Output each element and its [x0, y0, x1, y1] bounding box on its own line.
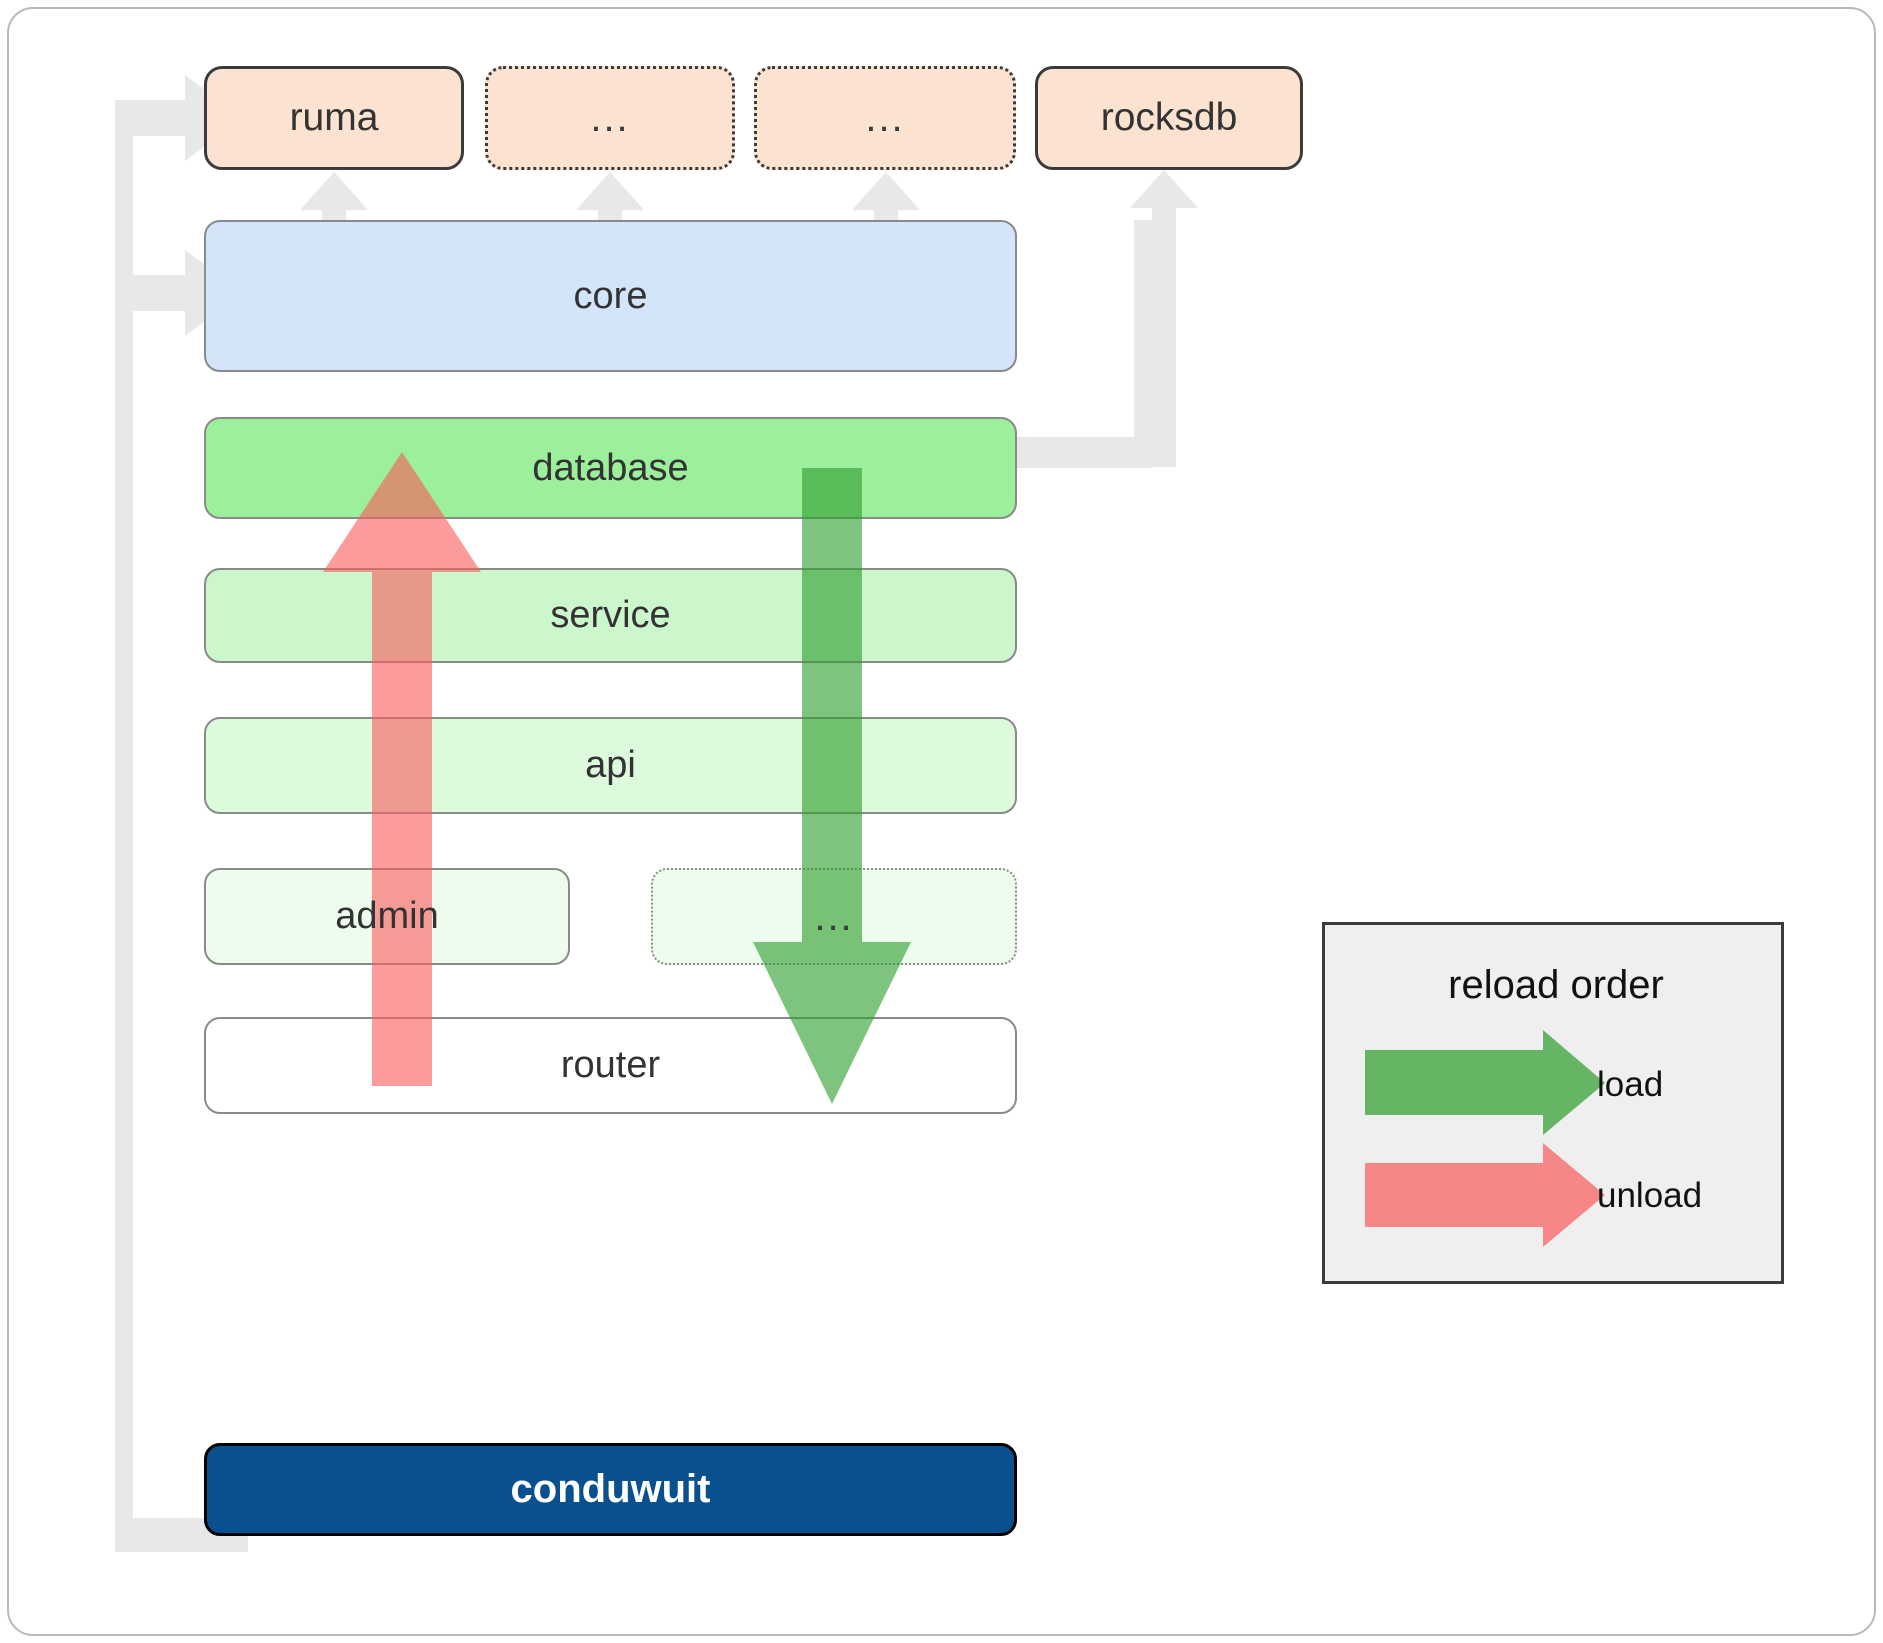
legend-arrow-glyphs	[1365, 1030, 1605, 1247]
node-rocksdb[interactable]: rocksdb	[1035, 66, 1303, 170]
legend-unload-arrow-icon	[1365, 1143, 1605, 1247]
layer-api[interactable]	[204, 717, 1017, 814]
layer-ellipsis[interactable]	[651, 868, 1017, 965]
node-conduwuit[interactable]: conduwuit	[204, 1443, 1017, 1536]
node-conduwuit-label: conduwuit	[510, 1467, 711, 1511]
node-dependency-ellipsis-2-label: ...	[865, 96, 905, 140]
layer-admin[interactable]	[204, 868, 570, 965]
legend-label-load: load	[1597, 1065, 1664, 1104]
node-dependency-ellipsis-2[interactable]: ...	[754, 66, 1016, 170]
layer-database[interactable]	[204, 417, 1017, 519]
node-ruma-label: ruma	[289, 96, 379, 139]
legend-label-unload: unload	[1597, 1176, 1703, 1215]
node-rocksdb-label: rocksdb	[1100, 96, 1238, 139]
layer-core[interactable]: core	[204, 220, 1017, 372]
node-dependency-ellipsis-1-label: ...	[590, 96, 630, 140]
legend-load-arrow-icon	[1365, 1030, 1605, 1135]
legend-title: reload order	[1448, 963, 1664, 1007]
node-dependency-ellipsis-1[interactable]: ...	[485, 66, 735, 170]
layer-router[interactable]	[204, 1017, 1017, 1114]
legend-reload-order: reload order load unload	[1322, 922, 1784, 1284]
layer-service[interactable]	[204, 568, 1017, 663]
layer-core-label: core	[573, 274, 648, 317]
node-ruma[interactable]: ruma	[204, 66, 464, 170]
